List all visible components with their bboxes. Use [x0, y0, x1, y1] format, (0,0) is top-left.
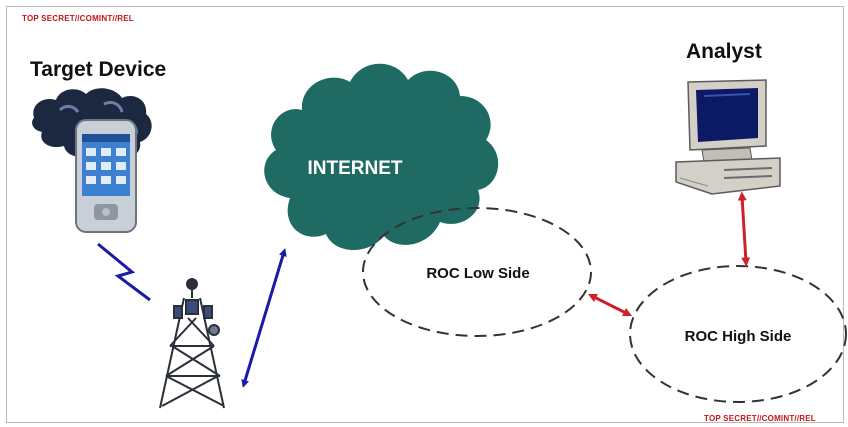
internet-label: INTERNET — [308, 158, 403, 179]
roc-low-side-node — [362, 207, 592, 337]
desktop-computer-icon — [675, 79, 781, 195]
tower-internet-arrow — [241, 248, 287, 388]
analyst-label: Analyst — [686, 40, 762, 63]
smartphone-icon — [32, 88, 152, 233]
cloud-icon — [264, 63, 499, 251]
classification-banner-bottom: TOP SECRET//COMINT//REL — [704, 414, 816, 423]
classification-banner-top: TOP SECRET//COMINT//REL — [22, 14, 134, 23]
cell-tower-icon — [159, 278, 225, 409]
wireless-link — [97, 242, 151, 302]
roc-low-side-label: ROC Low Side — [426, 265, 529, 282]
roc-low-high-arrow — [587, 293, 633, 317]
target-device-label: Target Device — [30, 58, 167, 81]
roc-high-side-label: ROC High Side — [685, 328, 792, 345]
analyst-roc-high-arrow — [737, 191, 751, 267]
